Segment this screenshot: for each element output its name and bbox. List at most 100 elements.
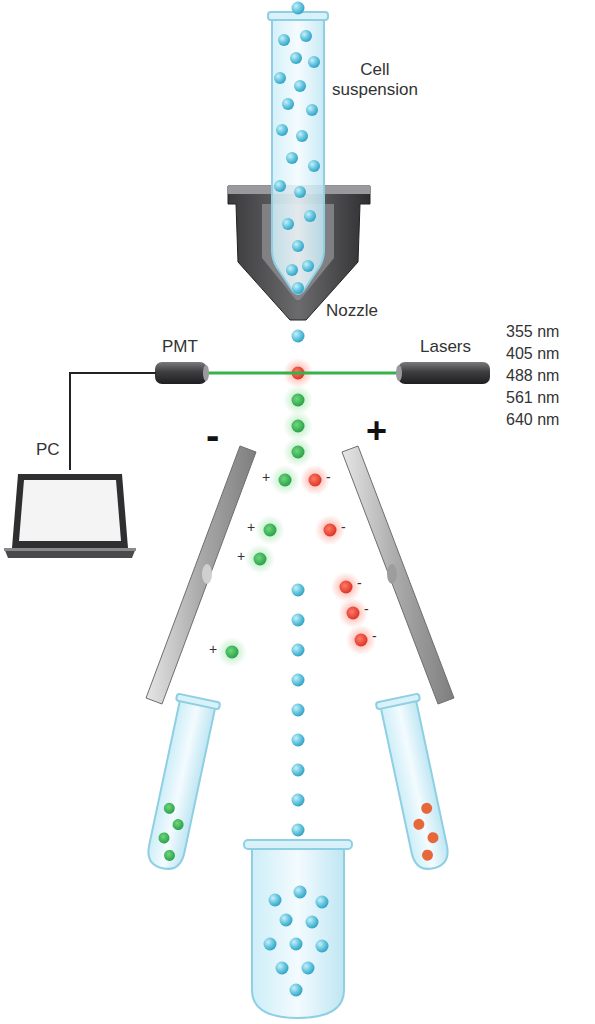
charge-sign: + [247, 519, 255, 535]
cell-droplet [306, 104, 318, 116]
cell-droplet [316, 940, 329, 953]
droplet-glow [283, 385, 313, 415]
droplet-glow [346, 625, 376, 655]
laptop [4, 474, 136, 558]
droplet [340, 581, 353, 594]
wavelength-label: 561 nm [506, 389, 559, 407]
sample-tube [268, 12, 328, 294]
cell-droplet [302, 260, 314, 272]
part-label: PMT [162, 337, 198, 357]
droplet [226, 646, 239, 659]
cell-droplet [292, 240, 304, 252]
droplet [292, 704, 305, 717]
charge-sign: + [209, 641, 217, 657]
droplet [347, 607, 360, 620]
cell-droplet [280, 914, 293, 927]
cell-droplet [274, 72, 286, 84]
charge-sign: - [341, 519, 346, 535]
cell-droplet [282, 98, 294, 110]
plate-polarity: + [366, 410, 387, 451]
cell-droplet [294, 886, 307, 899]
droplet-glow [270, 465, 300, 495]
droplet-glow [283, 411, 313, 441]
droplet [309, 474, 322, 487]
wavelength-label: 405 nm [506, 345, 559, 363]
droplet [292, 824, 305, 837]
cell-droplet [278, 34, 290, 46]
droplet [292, 420, 305, 433]
droplet [292, 2, 305, 15]
charge-sign: - [357, 575, 362, 591]
cell-droplet [282, 218, 294, 230]
droplet-glow [283, 437, 313, 467]
droplet-glow [331, 572, 361, 602]
charge-sign: + [237, 548, 245, 564]
droplet [292, 734, 305, 747]
pmt-detector [155, 362, 209, 384]
cell-droplet [286, 264, 298, 276]
droplet [292, 644, 305, 657]
cell-droplet [304, 210, 316, 222]
droplet [292, 794, 305, 807]
droplet-stream [217, 2, 376, 837]
cell-droplet [316, 896, 329, 909]
charge-sign: - [326, 469, 331, 485]
droplet [264, 524, 277, 537]
cell-droplet [276, 962, 289, 975]
charge-sign: - [372, 628, 377, 644]
droplet [292, 394, 305, 407]
signal-wire [70, 373, 156, 470]
cell-droplet [292, 282, 304, 294]
droplet-glow [338, 598, 368, 628]
cell-droplet [290, 984, 303, 997]
part-label: Nozzle [326, 301, 378, 321]
droplet [355, 634, 368, 647]
collection-tube [141, 694, 220, 873]
part-label: Cell suspension [330, 60, 420, 99]
cell-droplet [294, 80, 306, 92]
charge-sign: + [262, 469, 270, 485]
cell-droplet [306, 916, 319, 929]
droplet [324, 524, 337, 537]
cell-droplet [296, 130, 308, 142]
wavelength-label: 355 nm [506, 323, 559, 341]
charge-sign: - [364, 601, 369, 617]
cell-droplet [308, 56, 320, 68]
droplet [292, 584, 305, 597]
droplet [292, 764, 305, 777]
droplet [254, 553, 267, 566]
laser-beam [205, 372, 400, 375]
droplet [292, 446, 305, 459]
part-label: Lasers [420, 337, 471, 357]
wavelength-label: 488 nm [506, 367, 559, 385]
laser-source [396, 362, 490, 384]
part-label: PC [36, 440, 60, 460]
droplet-glow [315, 515, 345, 545]
plate-polarity: - [206, 412, 219, 458]
cell-droplet [300, 30, 312, 42]
droplet-glow [217, 637, 247, 667]
cell-droplet [264, 938, 277, 951]
deflection-plate [342, 446, 454, 704]
waste-tube [244, 840, 352, 1018]
cell-droplet [294, 186, 306, 198]
deflection-plate [146, 446, 256, 704]
cell-droplet [274, 180, 286, 192]
cell-droplet [286, 152, 298, 164]
cell-droplet [290, 52, 302, 64]
collection-tube [376, 694, 455, 873]
droplet [292, 614, 305, 627]
cell-droplet [290, 938, 303, 951]
cell-droplet [308, 160, 320, 172]
droplet-glow [255, 515, 285, 545]
cell-droplet [302, 962, 315, 975]
cell-droplet [276, 124, 288, 136]
droplet [279, 474, 292, 487]
droplet [292, 674, 305, 687]
droplet-glow [300, 465, 330, 495]
droplet-glow [245, 544, 275, 574]
wavelength-label: 640 nm [506, 411, 559, 429]
droplet [292, 330, 305, 343]
